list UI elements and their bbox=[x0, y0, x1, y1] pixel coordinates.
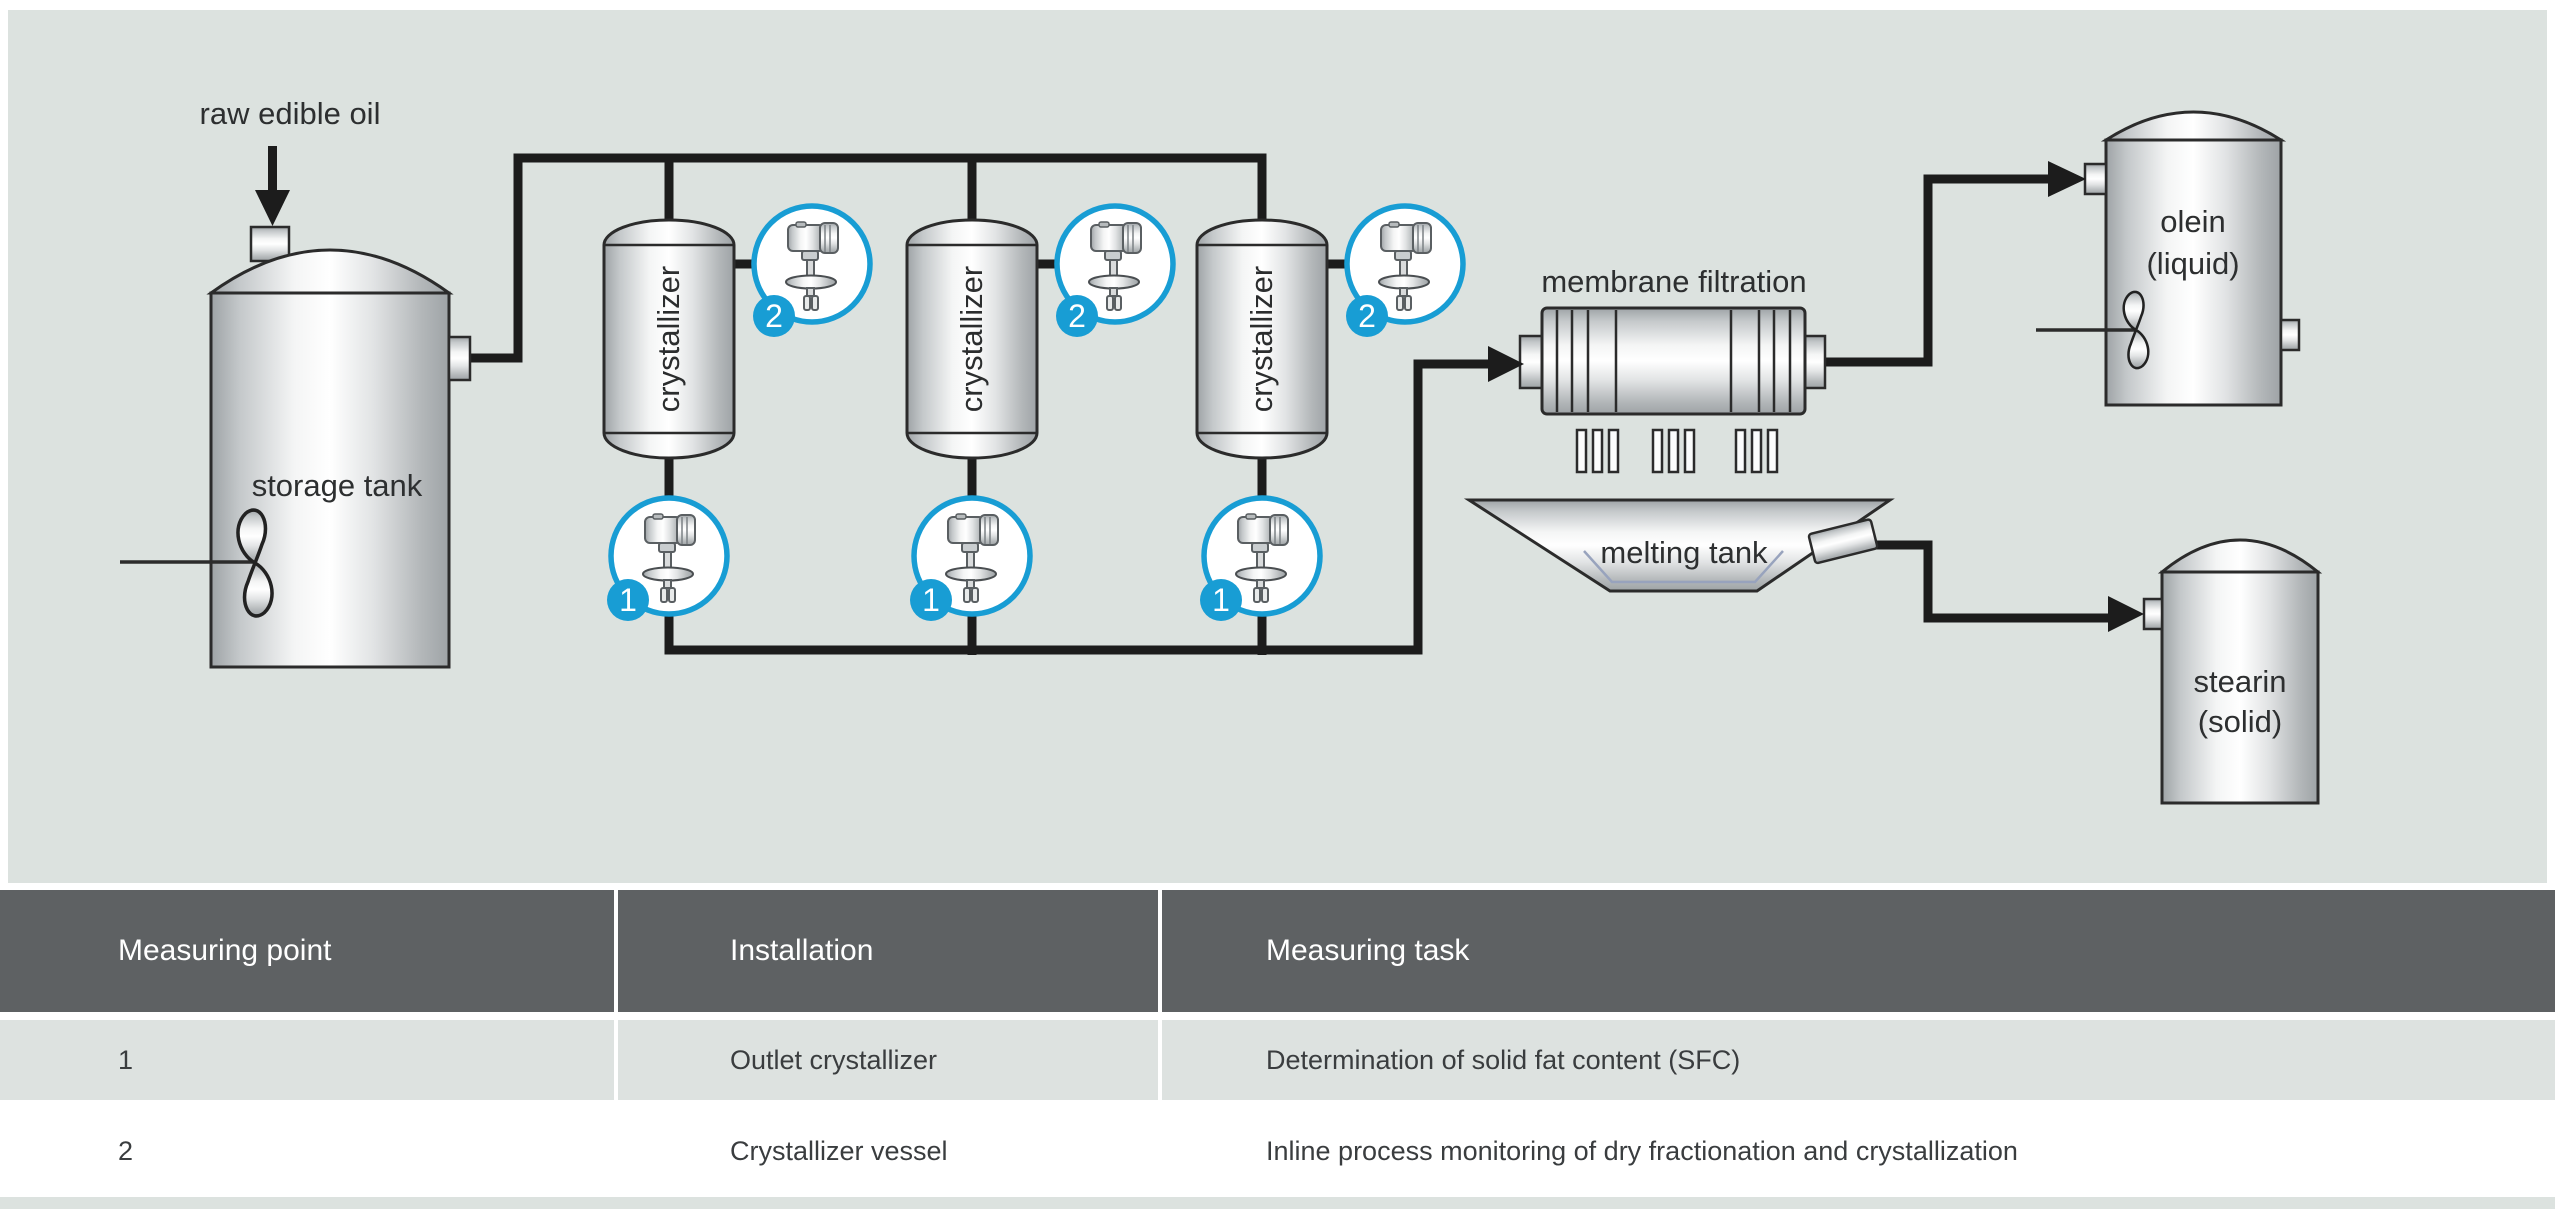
crystallizer-label: crystallizer bbox=[651, 266, 686, 412]
measuring-point-badge bbox=[753, 295, 795, 337]
olein-tank-dome bbox=[2100, 110, 2287, 142]
measuring-point-badge bbox=[1346, 295, 1388, 337]
melting-tank-body bbox=[1463, 498, 1895, 593]
header-measuring-point: Measuring point bbox=[0, 890, 618, 1012]
measuring-point-badge bbox=[910, 579, 952, 621]
crystallizer-cap-lines bbox=[1197, 243, 1327, 435]
measuring-point-badge bbox=[1056, 295, 1098, 337]
table-row: 1 Outlet crystallizer Determination of s… bbox=[0, 1020, 2555, 1100]
storage-tank: storage tank bbox=[120, 225, 472, 669]
membrane-filtration: membrane filtration bbox=[1518, 264, 1827, 474]
crystallizer-label: crystallizer bbox=[954, 266, 989, 412]
membrane-inlet-nozzle bbox=[1518, 334, 1544, 390]
measuring-point-number: 2 bbox=[1358, 298, 1376, 334]
measuring-point-2-crystallizer-2: 2 bbox=[1054, 203, 1176, 337]
flow-arrow-stearin-inlet bbox=[2108, 596, 2144, 632]
measuring-point-2-crystallizer-1: 2 bbox=[751, 203, 873, 337]
flow-arrows bbox=[1488, 161, 2144, 632]
stearin-label-line2: (solid) bbox=[2198, 704, 2282, 739]
bottom-strip bbox=[0, 1197, 2555, 1209]
measuring-table-header: Measuring point Installation Measuring t… bbox=[0, 890, 2555, 1012]
storage-tank-dome bbox=[206, 248, 454, 295]
olein-inlet-nozzle bbox=[2083, 162, 2108, 196]
membrane-drip-bars bbox=[1575, 428, 1779, 474]
membrane-body bbox=[1540, 306, 1807, 416]
measuring-point-badge bbox=[607, 579, 649, 621]
header-installation: Installation bbox=[618, 890, 1162, 1012]
stearin-tank: stearin (solid) bbox=[2142, 538, 2323, 805]
membrane-filtration-label: membrane filtration bbox=[1541, 264, 1806, 299]
flow-arrow-membrane-inlet bbox=[1488, 346, 1524, 382]
crystallizer-3: crystallizer bbox=[1195, 218, 1329, 460]
row1-installation: Outlet crystallizer bbox=[618, 1020, 1162, 1100]
raw-oil-label: raw edible oil bbox=[200, 96, 381, 131]
membrane-segment-lines bbox=[1555, 310, 1792, 412]
stearin-label-line1: stearin bbox=[2193, 664, 2286, 699]
table-row: 2 Crystallizer vessel Inline process mon… bbox=[0, 1106, 2555, 1197]
olein-label-line1: olein bbox=[2160, 204, 2226, 239]
olein-label-line2: (liquid) bbox=[2146, 246, 2239, 281]
raw-oil-arrow bbox=[255, 146, 290, 226]
crystallizer-1: crystallizer bbox=[602, 218, 736, 460]
row2-installation: Crystallizer vessel bbox=[618, 1106, 1162, 1197]
crystallizer-cap-lines bbox=[604, 243, 734, 435]
pipe-olein-line bbox=[1820, 174, 2052, 367]
stearin-tank-body bbox=[2160, 570, 2320, 805]
measuring-point-1-crystallizer-2: 1 bbox=[910, 495, 1033, 621]
crystallizer-cap-lines bbox=[907, 243, 1037, 435]
measuring-point-number: 1 bbox=[619, 582, 637, 618]
row2-task: Inline process monitoring of dry fractio… bbox=[1266, 1136, 2018, 1166]
melting-tank-rim bbox=[1583, 550, 1784, 584]
measuring-point-number: 1 bbox=[922, 582, 940, 618]
measuring-point-1-crystallizer-3: 1 bbox=[1200, 495, 1323, 621]
storage-tank-outlet-nozzle bbox=[447, 335, 472, 382]
measuring-point-1-crystallizer-1: 1 bbox=[607, 495, 730, 621]
measuring-point-number: 1 bbox=[1212, 582, 1230, 618]
pipe-feed-header bbox=[468, 153, 1267, 363]
storage-tank-label: storage tank bbox=[252, 468, 423, 503]
process-diagram: raw edible oil storage tank crystallizer… bbox=[8, 10, 2547, 883]
olein-tank: olein (liquid) bbox=[2036, 110, 2301, 407]
row2-point: 2 bbox=[0, 1106, 618, 1197]
row1-point: 1 bbox=[0, 1020, 618, 1100]
measuring-point-badge bbox=[1200, 579, 1242, 621]
pipe-stearin-line bbox=[1866, 540, 2110, 623]
measuring-point-number: 2 bbox=[1068, 298, 1086, 334]
flow-arrow-olein-inlet bbox=[2048, 161, 2086, 197]
header-measuring-task: Measuring task bbox=[1266, 934, 1470, 967]
crystallizer-2: crystallizer bbox=[905, 218, 1039, 460]
crystallizer-label: crystallizer bbox=[1244, 266, 1279, 412]
stearin-tank-dome bbox=[2157, 538, 2323, 574]
stearin-inlet-nozzle bbox=[2142, 597, 2164, 631]
melting-tank: melting tank bbox=[1463, 498, 1895, 593]
measuring-point-2-crystallizer-3: 2 bbox=[1344, 203, 1466, 337]
olein-outlet-nozzle bbox=[2279, 318, 2301, 352]
melting-tank-nozzle bbox=[1807, 518, 1879, 565]
row1-task: Determination of solid fat content (SFC) bbox=[1266, 1044, 1741, 1075]
measuring-point-number: 2 bbox=[765, 298, 783, 334]
melting-tank-label: melting tank bbox=[1600, 535, 1768, 570]
